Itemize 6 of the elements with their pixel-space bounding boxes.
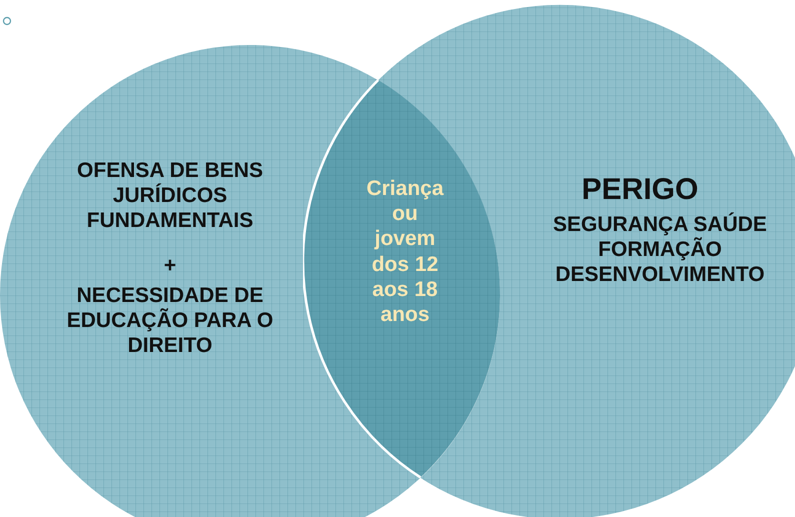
venn-label: NECESSIDADE DE EDUCAÇÃO PARA O DIREITO: [66, 283, 274, 359]
venn-label: +: [162, 253, 178, 278]
venn-label: PERIGO: [580, 172, 700, 208]
venn-label: OFENSA DE BENS JURÍDICOS FUNDAMENTAIS: [76, 158, 264, 234]
venn-label: Criança ou jovem dos 12 aos 18 anos: [365, 176, 445, 328]
venn-label: SEGURANÇA SAÚDE FORMAÇÃO DESENVOLVIMENTO: [552, 212, 768, 288]
